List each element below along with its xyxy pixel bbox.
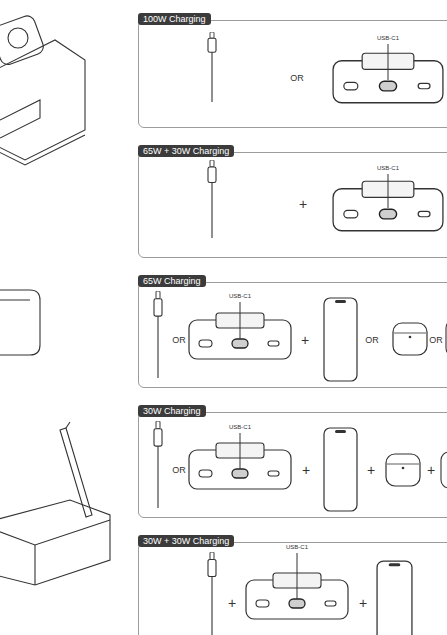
- connector-word: OR: [428, 336, 444, 345]
- charging-panel: 65W + 30W Charging: [138, 152, 447, 258]
- connector-word: +: [301, 463, 311, 477]
- panel-title: 65W + 30W Charging: [138, 145, 234, 157]
- port-label: USB-C1: [228, 293, 252, 299]
- connector-word: OR: [171, 336, 187, 345]
- port-label: USB-C1: [376, 35, 400, 41]
- panel-title: 65W Charging: [138, 275, 206, 287]
- port-label: USB-C1: [376, 165, 400, 171]
- panel-title: 30W + 30W Charging: [138, 535, 234, 547]
- port-label: USB-C1: [228, 424, 252, 430]
- connector-word: +: [366, 463, 376, 477]
- connector-word: +: [358, 596, 368, 610]
- panel-title: 100W Charging: [138, 13, 211, 25]
- connector-word: +: [227, 596, 237, 610]
- connector-word: +: [298, 197, 308, 211]
- connector-word: OR: [289, 74, 305, 83]
- connector-word: +: [426, 463, 436, 477]
- connector-word: +: [300, 333, 310, 347]
- charging-panel: 30W + 30W Charging: [138, 542, 447, 635]
- port-label: USB-C1: [285, 544, 309, 550]
- connector-word: OR: [171, 466, 187, 475]
- connector-word: OR: [364, 336, 380, 345]
- panel-title: 30W Charging: [138, 405, 206, 417]
